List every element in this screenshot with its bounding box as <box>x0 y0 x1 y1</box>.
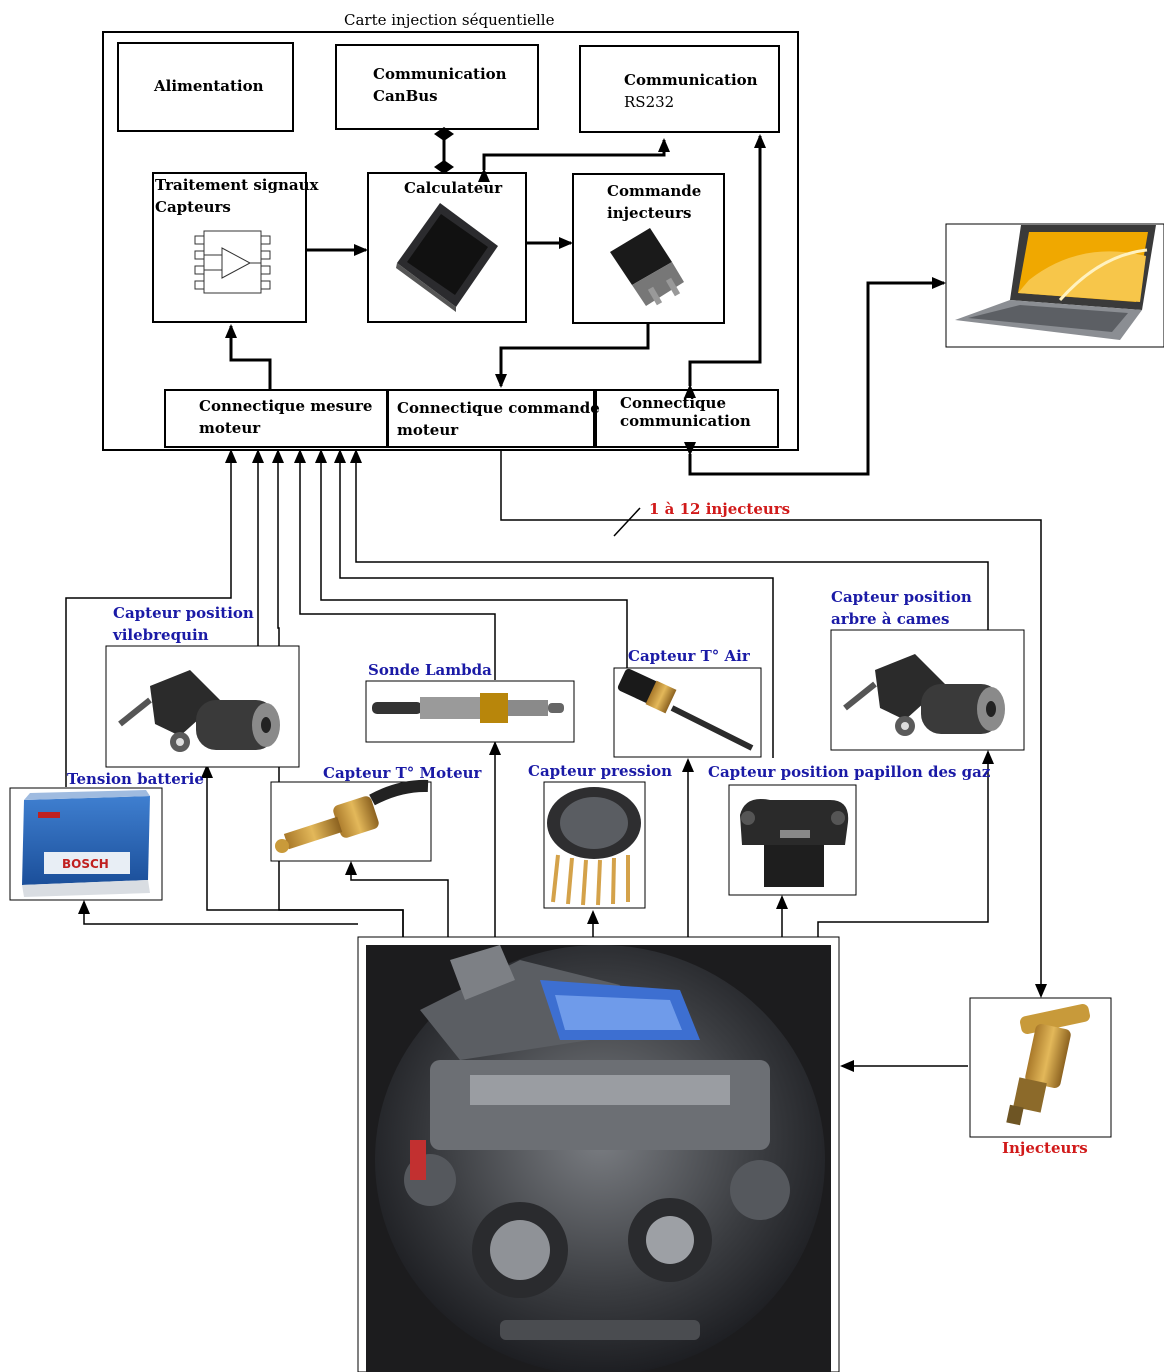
pressure-label: Capteur pression <box>528 762 673 780</box>
canbus-label-2: CanBus <box>373 87 438 105</box>
lambda-label: Sonde Lambda <box>368 661 492 679</box>
laptop-link <box>684 277 946 476</box>
rs232-block <box>579 45 780 133</box>
battery-brand-label: BOSCH <box>62 857 109 871</box>
conn-command-label-1: Connectique commande <box>397 399 600 417</box>
air-temp-sensor-icon <box>617 668 754 751</box>
board-title: Carte injection séquentielle <box>344 11 555 29</box>
throttle-sensor-icon <box>740 799 849 887</box>
battery-label: Tension batterie <box>67 770 204 788</box>
power-block <box>117 42 294 132</box>
coolant-sensor-icon <box>275 779 429 853</box>
injector-command-line <box>500 450 1047 998</box>
conn-measure-label-2: moteur <box>199 419 261 437</box>
conn-measure-label-1: Connectique mesure <box>199 397 373 415</box>
cam-sensor-icon <box>843 654 1005 736</box>
crank-sensor-label-2: vilebrequin <box>113 626 209 644</box>
injector-drive-label-1: Commande <box>607 182 702 200</box>
injector-drive-label-2: injecteurs <box>607 204 692 222</box>
crank-sensor-label-1: Capteur position <box>113 604 254 622</box>
engine-links <box>78 741 994 1072</box>
rs232-label-1: Communication <box>624 71 758 89</box>
processor-chip-icon <box>396 203 498 312</box>
computer-label: Calculateur <box>404 179 503 197</box>
conn-command-block <box>387 389 595 448</box>
power-label: Alimentation <box>154 77 264 95</box>
rs232-label-2: RS232 <box>624 93 675 111</box>
lambda-probe-icon <box>372 693 564 723</box>
engine-picture <box>366 945 831 1372</box>
pressure-sensor-icon <box>547 787 641 906</box>
injection-board-frame <box>102 31 799 451</box>
laptop-icon <box>955 225 1156 340</box>
canbus-block <box>335 44 539 130</box>
cam-sensor-label-1: Capteur position <box>831 588 972 606</box>
coolant-temp-label: Capteur T° Moteur <box>323 764 482 782</box>
battery-icon: BOSCH <box>22 790 150 897</box>
cam-sensor-label-2: arbre à cames <box>831 610 950 628</box>
canbus-label-1: Communication <box>373 65 507 83</box>
conn-command-label-2: moteur <box>397 421 459 439</box>
injector-icon <box>1006 1004 1090 1126</box>
signal-processing-label-1: Traitement signaux <box>155 176 319 194</box>
crank-sensor-icon <box>118 670 280 752</box>
opamp-chip-icon <box>194 230 271 294</box>
conn-measure-block <box>164 389 388 448</box>
injectors-label: Injecteurs <box>1002 1139 1088 1157</box>
power-transistor-icon <box>610 228 684 306</box>
signal-processing-label-2: Capteurs <box>155 198 231 216</box>
air-temp-label: Capteur T° Air <box>628 647 750 665</box>
injector-count-label: 1 à 12 injecteurs <box>649 500 791 518</box>
conn-comm-label-2: communication <box>620 412 751 430</box>
conn-comm-label-1: Connectique <box>620 394 726 412</box>
throttle-label: Capteur position papillon des gaz <box>708 763 991 781</box>
